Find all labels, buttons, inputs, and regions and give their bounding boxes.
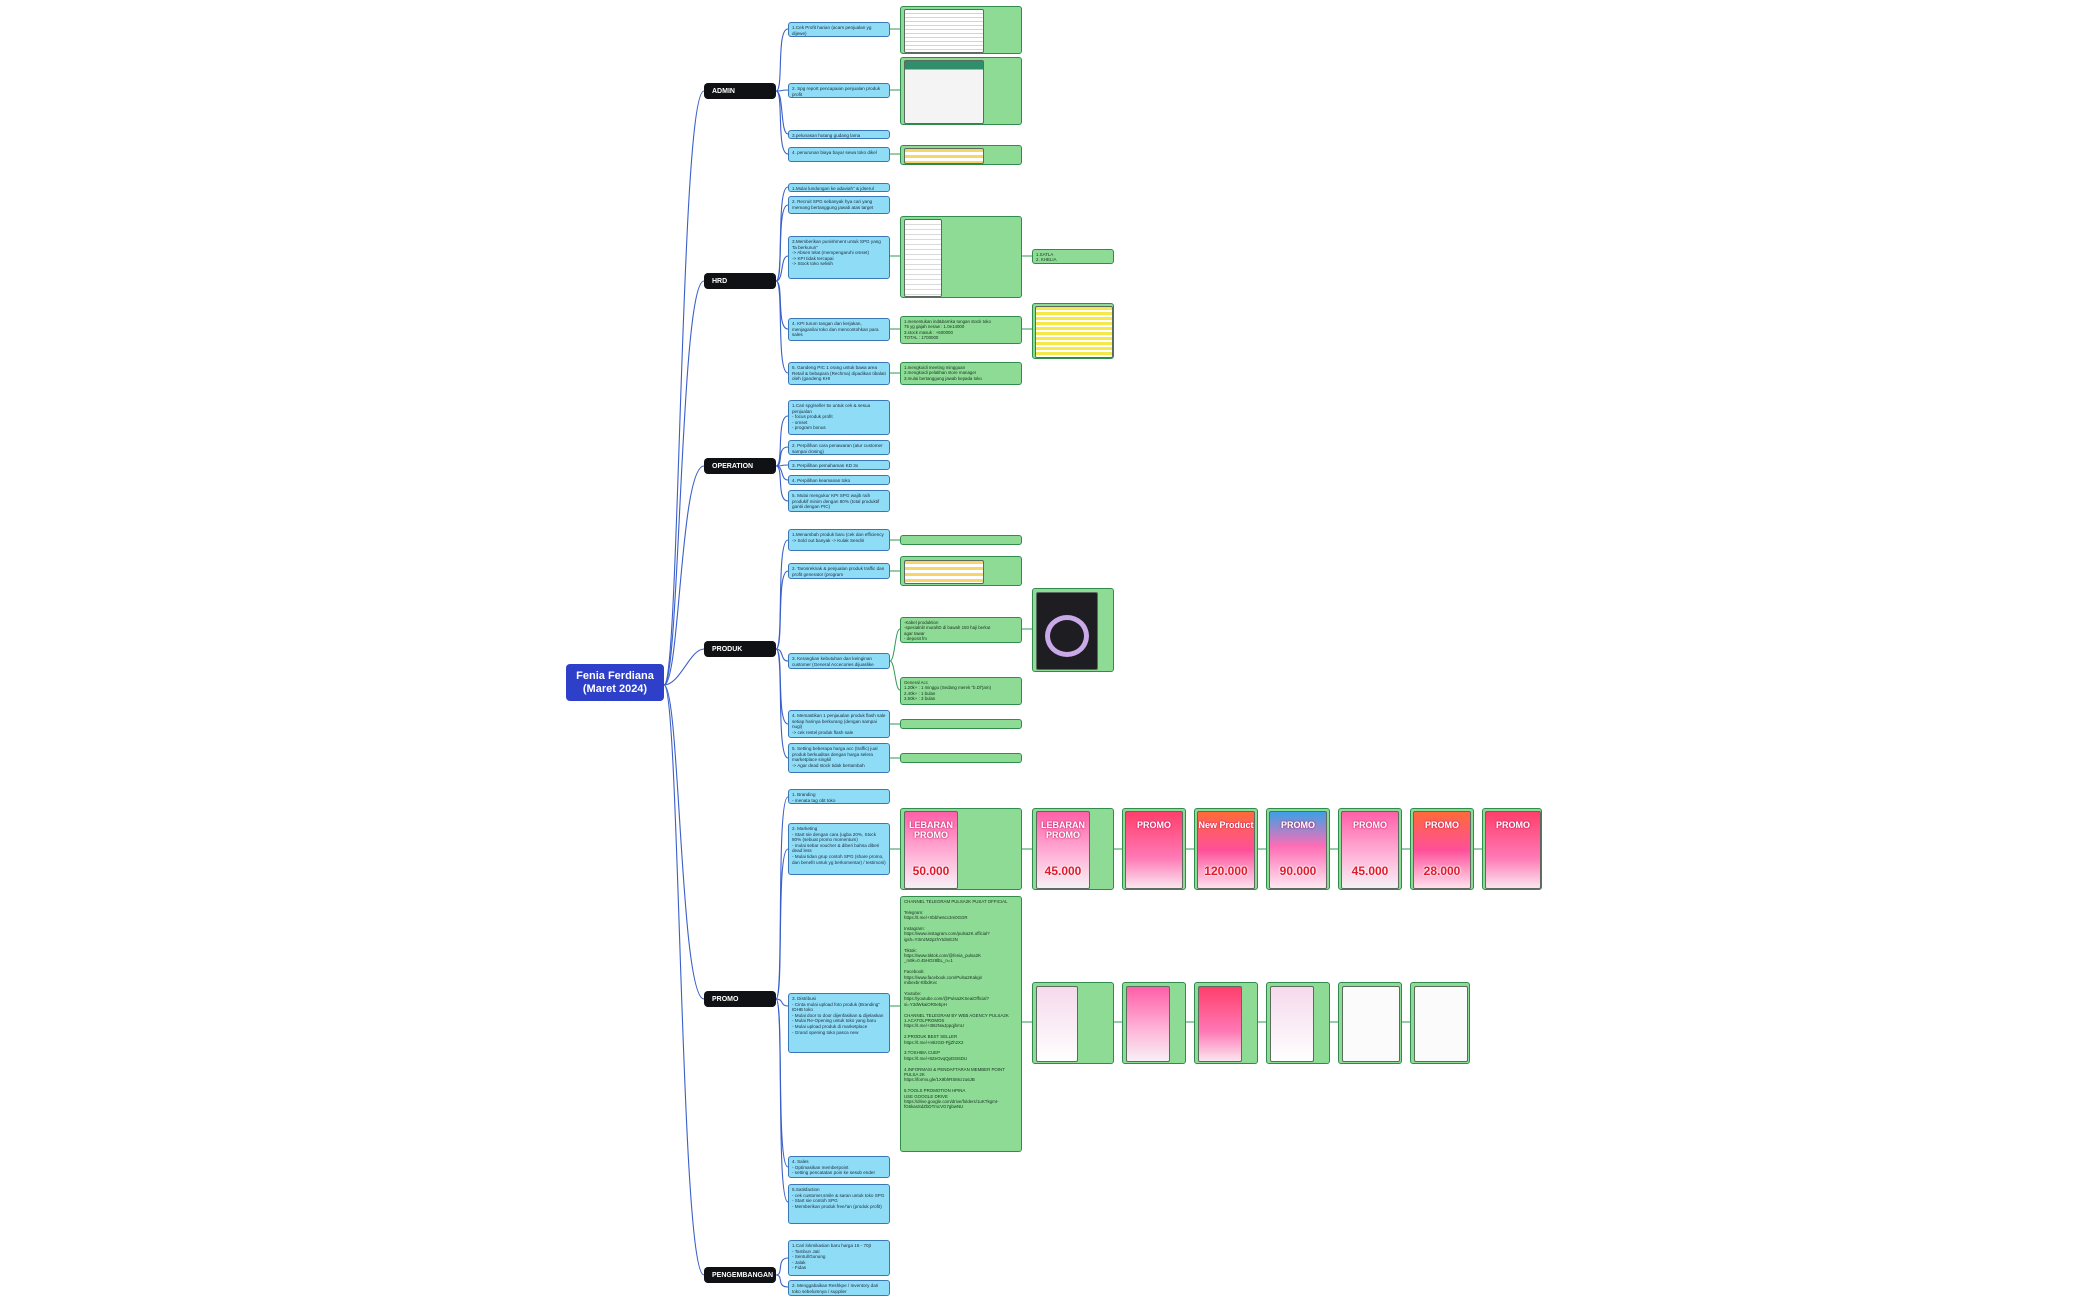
promo-poster-4-title: New Product (1198, 820, 1254, 830)
promo-poster-5-price: 90.000 (1279, 864, 1317, 878)
produk-box-5[interactable] (900, 753, 1022, 763)
social-post-screenshot-1 (1036, 986, 1078, 1062)
promo-item-4[interactable]: 4. Sales - Optimasikan memberpoint - set… (788, 1156, 890, 1178)
hrd-item-4-detail[interactable]: 1.menentukan ind&barnka tungan stock tok… (900, 316, 1022, 344)
produk-item-3[interactable]: 3. Kerangkan kebutuhan dan keinginan cus… (788, 653, 890, 669)
social-post-screenshot-4 (1270, 986, 1314, 1062)
chat-report-screenshot-icon (904, 60, 984, 124)
cable-product-photo-icon (1036, 592, 1098, 670)
spreadsheet-screenshot-icon (904, 9, 984, 53)
promo-poster-5: PROMO 90.000 (1269, 811, 1327, 889)
promo-item-1[interactable]: 1. Branding - menata tag obt toko (788, 789, 890, 804)
promo-item-3-channels[interactable]: CHANNEL TELEGRAM PULSA2K PUSAT OFFICIAL … (900, 896, 1022, 1152)
drive-folder-screenshot (1414, 986, 1468, 1062)
promo-poster-6: PROMO 45.000 (1341, 811, 1399, 889)
promo-poster-6-title: PROMO (1352, 820, 1387, 830)
promo-poster-2-price: 45.000 (1044, 864, 1082, 878)
produk-item-3-detail-2[interactable]: General Acc 1.20k+ : 1 minggu (Sedang me… (900, 677, 1022, 705)
hrd-item-2[interactable]: 2. Recruit SPG sebanyak hya cari yang me… (788, 196, 890, 214)
hrd-item-5-detail[interactable]: 1.mengkoidi meeting mingguan 2.mengkoidi… (900, 362, 1022, 385)
admin-item-2[interactable]: 2. Spg report pencapaian penjualan produ… (788, 83, 890, 98)
promo-poster-2: LEBARAN PROMO 45.000 (1036, 811, 1090, 889)
produk-box-4[interactable] (900, 719, 1022, 729)
admin-item-4[interactable]: 4. penurunan biaya bayar sewa toko dikel (788, 147, 890, 162)
produk-item-5[interactable]: 5. Setting beberapa harga acc (traffic) … (788, 743, 890, 773)
operation-item-2[interactable]: 2. Perpilihan cara penawaran (atur custo… (788, 440, 890, 455)
category-hrd[interactable]: HRD (704, 273, 776, 289)
pengembangan-item-2[interactable]: 2. Menggabaikan Reshkpe / Inventory dari… (788, 1280, 890, 1296)
expense-table-screenshot-icon (904, 148, 984, 164)
promo-poster-1-title: LEBARAN PROMO (909, 820, 953, 840)
operation-item-4[interactable]: 4. Perpilihan keamanan toko (788, 475, 890, 485)
admin-item-3[interactable]: 3.pelunasan hutang gudang lama (788, 130, 890, 139)
operation-item-5[interactable]: 5. Mulai mengukur KPI SPG wajib raih pro… (788, 490, 890, 512)
document-screenshot-icon (904, 219, 942, 297)
social-post-screenshot-3 (1198, 986, 1242, 1062)
hrd-item-4[interactable]: 4. KPI turum tangan dan kerjakan, menjag… (788, 318, 890, 341)
promo-poster-6-price: 45.000 (1351, 864, 1389, 878)
promo-poster-8-title: PROMO (1495, 820, 1530, 830)
promo-poster-3-title: PROMO (1136, 820, 1171, 830)
hrd-item-3-sub[interactable]: 1.SATLA 2. KHELIA (1032, 249, 1114, 264)
promo-poster-5-title: PROMO (1280, 820, 1315, 830)
promo-poster-1: LEBARAN PROMO 50.000 (904, 811, 958, 889)
produk-item-3-detail-1[interactable]: -Kabel produktion -spesialnilI murahD di… (900, 617, 1022, 643)
operation-item-1[interactable]: 1.Cari spg/seller 5x untuk cek & sesua p… (788, 400, 890, 435)
category-admin[interactable]: ADMIN (704, 83, 776, 99)
hrd-item-1[interactable]: 1.Mulai lundungan ke adaviah" & jdserul (788, 183, 890, 192)
hrd-item-5[interactable]: 5. Gandeng PIC 1 orang untuk bawa area R… (788, 362, 890, 385)
produk-item-2[interactable]: 2. Tarosreknak & penjualan produk traffi… (788, 563, 890, 579)
pengembangan-item-1[interactable]: 1.Cari lokmikasian baru harga 15 - 70jt … (788, 1240, 890, 1276)
promo-poster-7-price: 28.000 (1423, 864, 1461, 878)
promo-poster-2-title: LEBARAN PROMO (1041, 820, 1085, 840)
root-node[interactable]: Fenia Ferdiana (Maret 2024) (566, 664, 664, 701)
social-post-screenshot-2 (1126, 986, 1170, 1062)
promo-item-3[interactable]: 3. Distribusi - Cinta mulai upload foto … (788, 993, 890, 1053)
marketplace-screenshot (1342, 986, 1400, 1062)
promo-poster-1-price: 50.000 (912, 864, 950, 878)
category-operation[interactable]: OPERATION (704, 458, 776, 474)
produk-item-1[interactable]: 1.Menambah produk baru (cek dan efficien… (788, 529, 890, 551)
kpi-sheet-screenshot-icon (1035, 306, 1113, 358)
promo-poster-3: PROMO (1125, 811, 1183, 889)
category-promo[interactable]: PROMO (704, 991, 776, 1007)
produk-box-1[interactable] (900, 535, 1022, 545)
produk-item-4[interactable]: 4. Memastikan 1 penjaualan produk flash … (788, 710, 890, 738)
promo-item-2[interactable]: 2. Marketing - Start sie dengan cara (ug… (788, 823, 890, 875)
admin-item-1[interactable]: 1.Cek Profit harian (acam penjualan yg d… (788, 22, 890, 37)
promo-item-5[interactable]: 5.Satisfaction - cek customer,smile & sa… (788, 1184, 890, 1224)
promo-poster-4: New Product 120.000 (1197, 811, 1255, 889)
operation-item-3[interactable]: 3. Perpilihan pemahaman KD 3x (788, 460, 890, 470)
hrd-item-3[interactable]: 3.Memberikan punishment untuk SPG yang T… (788, 236, 890, 279)
promo-poster-7: PROMO 28.000 (1413, 811, 1471, 889)
promo-poster-7-title: PROMO (1424, 820, 1459, 830)
category-produk[interactable]: PRODUK (704, 641, 776, 657)
product-table-screenshot-icon (904, 560, 984, 584)
promo-poster-4-price: 120.000 (1204, 864, 1248, 878)
promo-poster-8: PROMO (1485, 811, 1541, 889)
category-pengembangan[interactable]: PENGEMBANGAN (704, 1267, 776, 1283)
